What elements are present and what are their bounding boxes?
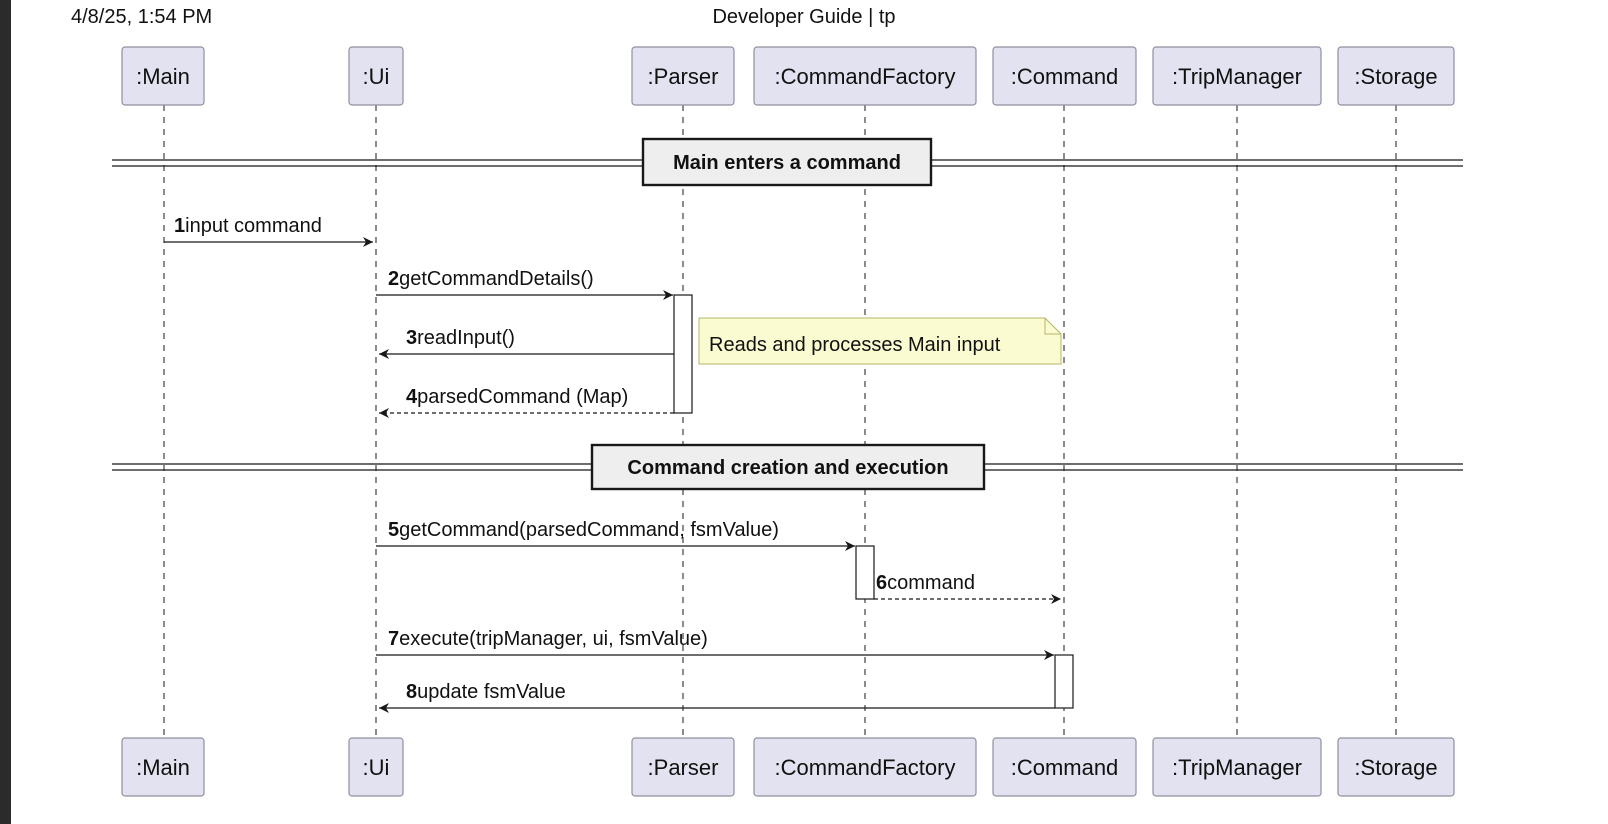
message-label: 8update fsmValue xyxy=(406,681,566,703)
message-number: 5 xyxy=(388,519,399,541)
message-text: parsedCommand (Map) xyxy=(417,386,628,408)
divider-2: Command creation and execution xyxy=(112,443,1463,491)
participant-commandfactory-bottom: :CommandFactory xyxy=(753,737,977,797)
message-label: 6command xyxy=(876,572,975,594)
participant-label: :Main xyxy=(136,64,190,89)
message-text: getCommand(parsedCommand, fsmValue) xyxy=(399,519,779,541)
activation-commandfactory xyxy=(855,545,875,600)
participant-label: :Storage xyxy=(1354,755,1437,780)
message-number: 3 xyxy=(406,327,417,349)
message-number: 1 xyxy=(174,215,185,237)
participant-label: :Parser xyxy=(648,64,719,89)
message-label: 2getCommandDetails() xyxy=(388,268,594,290)
participant-label: :Command xyxy=(1011,755,1119,780)
participant-ui-top: :Ui xyxy=(348,46,404,106)
message-text: update fsmValue xyxy=(417,681,566,703)
message-7: 7execute(tripManager, ui, fsmValue) xyxy=(376,628,1054,660)
participant-tripmanager-bottom: :TripManager xyxy=(1152,737,1322,797)
message-4: 4parsedCommand (Map) xyxy=(379,386,674,418)
message-label: 7execute(tripManager, ui, fsmValue) xyxy=(388,628,708,650)
participant-storage-bottom: :Storage xyxy=(1337,737,1455,797)
window-edge xyxy=(0,0,11,824)
divider-label: Command creation and execution xyxy=(627,457,948,479)
participant-label: :CommandFactory xyxy=(775,64,956,89)
participant-label: :Storage xyxy=(1354,64,1437,89)
message-label: 3readInput() xyxy=(406,327,515,349)
divider-label: Main enters a command xyxy=(673,152,901,174)
message-number: 7 xyxy=(388,628,399,650)
message-5: 5getCommand(parsedCommand, fsmValue) xyxy=(376,519,855,551)
message-text: execute(tripManager, ui, fsmValue) xyxy=(399,628,708,650)
page-title: Developer Guide | tp xyxy=(712,6,896,28)
participant-tripmanager-top: :TripManager xyxy=(1152,46,1322,106)
activation-command xyxy=(1054,654,1074,709)
participant-parser-top: :Parser xyxy=(631,46,735,106)
note-text: Reads and processes Main input xyxy=(709,334,1001,356)
activation-parser xyxy=(673,294,693,414)
message-label: 5getCommand(parsedCommand, fsmValue) xyxy=(388,519,779,541)
message-3: 3readInput() xyxy=(379,327,674,359)
message-label: 4parsedCommand (Map) xyxy=(406,386,628,408)
participant-main-bottom: :Main xyxy=(121,737,205,797)
participant-label: :Ui xyxy=(363,64,390,89)
participant-label: :Ui xyxy=(363,755,390,780)
print-date: 4/8/25, 1:54 PM xyxy=(71,6,213,28)
message-text: input command xyxy=(185,215,322,237)
participant-label: :CommandFactory xyxy=(775,755,956,780)
participant-command-bottom: :Command xyxy=(992,737,1137,797)
message-1: 1input command xyxy=(164,215,373,247)
message-2: 2getCommandDetails() xyxy=(376,268,673,300)
participant-label: :TripManager xyxy=(1172,64,1302,89)
message-text: readInput() xyxy=(417,327,515,349)
participant-command-top: :Command xyxy=(992,46,1137,106)
participant-ui-bottom: :Ui xyxy=(348,737,404,797)
message-label: 1input command xyxy=(174,215,322,237)
participant-commandfactory-top: :CommandFactory xyxy=(753,46,977,106)
message-number: 2 xyxy=(388,268,399,290)
message-text: getCommandDetails() xyxy=(399,268,594,290)
divider-1: Main enters a command xyxy=(112,137,1463,187)
message-8: 8update fsmValue xyxy=(379,681,1055,713)
participant-storage-top: :Storage xyxy=(1337,46,1455,106)
message-6: 6command xyxy=(874,572,1061,604)
message-number: 8 xyxy=(406,681,417,703)
message-number: 4 xyxy=(406,386,418,408)
participant-parser-bottom: :Parser xyxy=(631,737,735,797)
participant-label: :Parser xyxy=(648,755,719,780)
participant-label: :Main xyxy=(136,755,190,780)
message-text: command xyxy=(887,572,975,594)
participant-label: :TripManager xyxy=(1172,755,1302,780)
participant-main-top: :Main xyxy=(121,46,205,106)
message-number: 6 xyxy=(876,572,887,594)
participant-label: :Command xyxy=(1011,64,1119,89)
note: Reads and processes Main input xyxy=(698,317,1062,365)
